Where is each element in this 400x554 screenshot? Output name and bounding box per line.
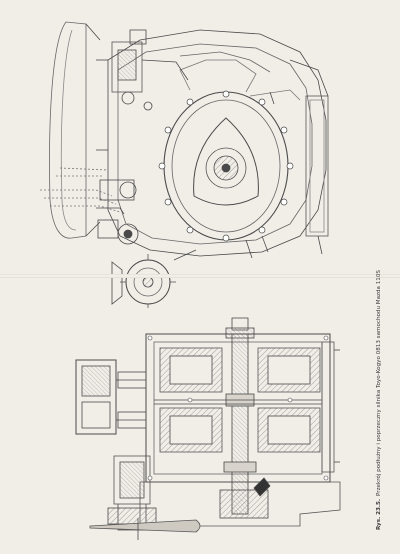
page-fold — [0, 274, 400, 278]
figure-label: Rys. 23.5. — [376, 498, 382, 530]
figure-caption: Rys. 23.5. Przekrój podłużny i poprzeczny… — [376, 270, 382, 530]
figure-caption-text: Przekrój podłużny i poprzeczny silnika T… — [376, 270, 382, 496]
longitudinal-section — [75, 317, 341, 540]
transverse-section — [40, 21, 329, 308]
